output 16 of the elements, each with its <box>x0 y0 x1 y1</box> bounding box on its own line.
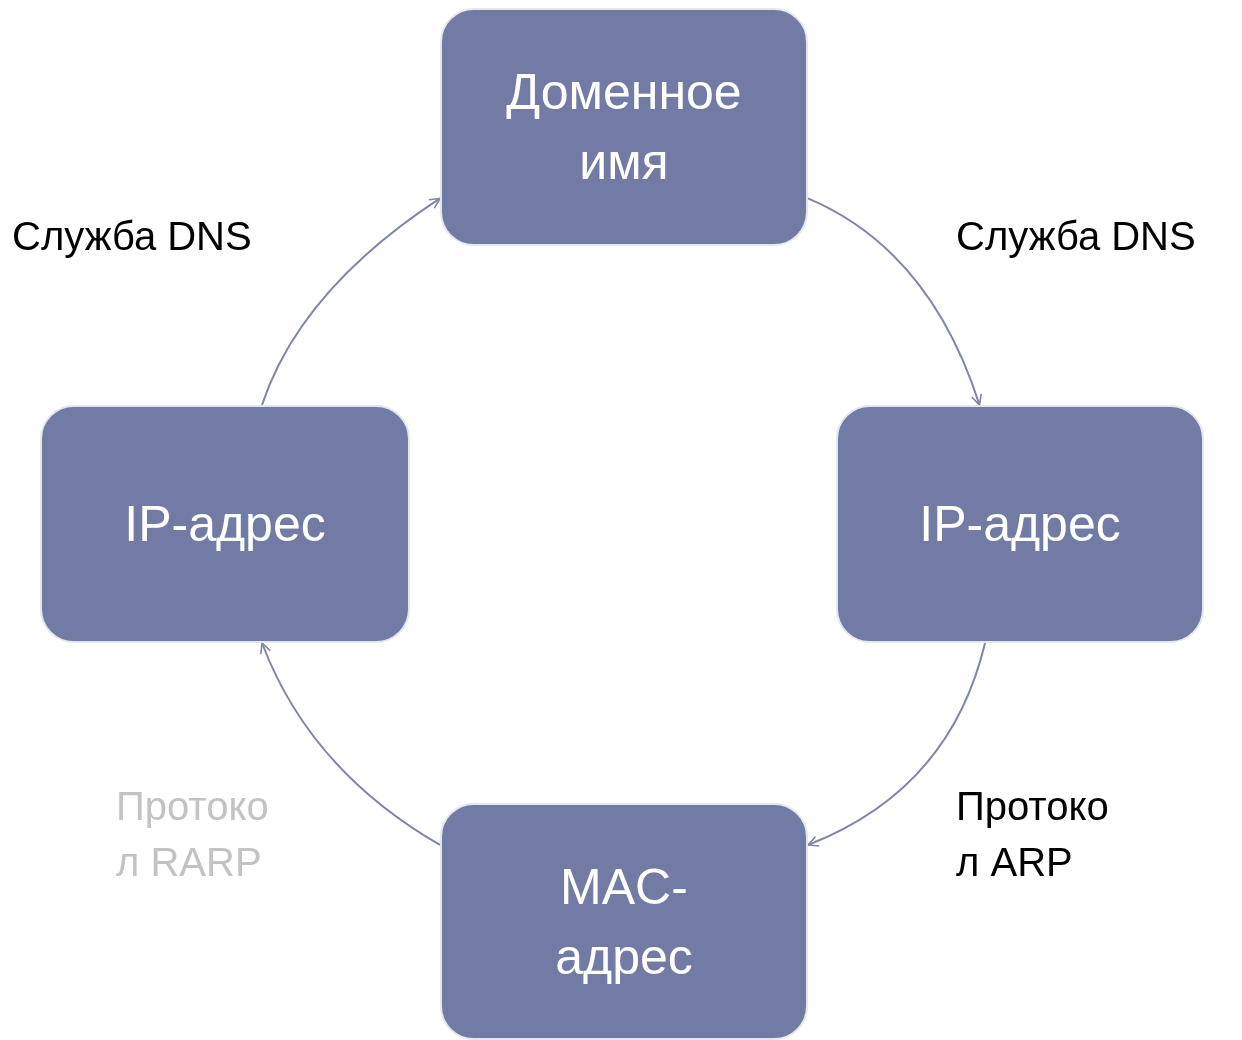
box-label: MAC-адрес <box>554 857 694 987</box>
box-label: IP-адрес <box>124 495 326 554</box>
rounded-box <box>836 405 1204 643</box>
rounded-box <box>440 803 808 1040</box>
edge-label: Служба DNS <box>12 213 253 260</box>
curved-arrow <box>260 642 441 846</box>
edge-label: Служба DNS <box>956 213 1197 260</box>
edge-label: Протоко л RARP <box>116 783 270 886</box>
curved-arrow <box>807 197 982 406</box>
box-label: Доменное имя <box>505 63 743 192</box>
edge-label: Протоко л ARP <box>956 783 1110 886</box>
curved-arrow <box>261 197 441 406</box>
box-label: IP-адрес <box>919 495 1121 554</box>
rounded-box <box>440 8 808 246</box>
curved-arrow <box>807 642 987 847</box>
rounded-box <box>40 405 410 643</box>
